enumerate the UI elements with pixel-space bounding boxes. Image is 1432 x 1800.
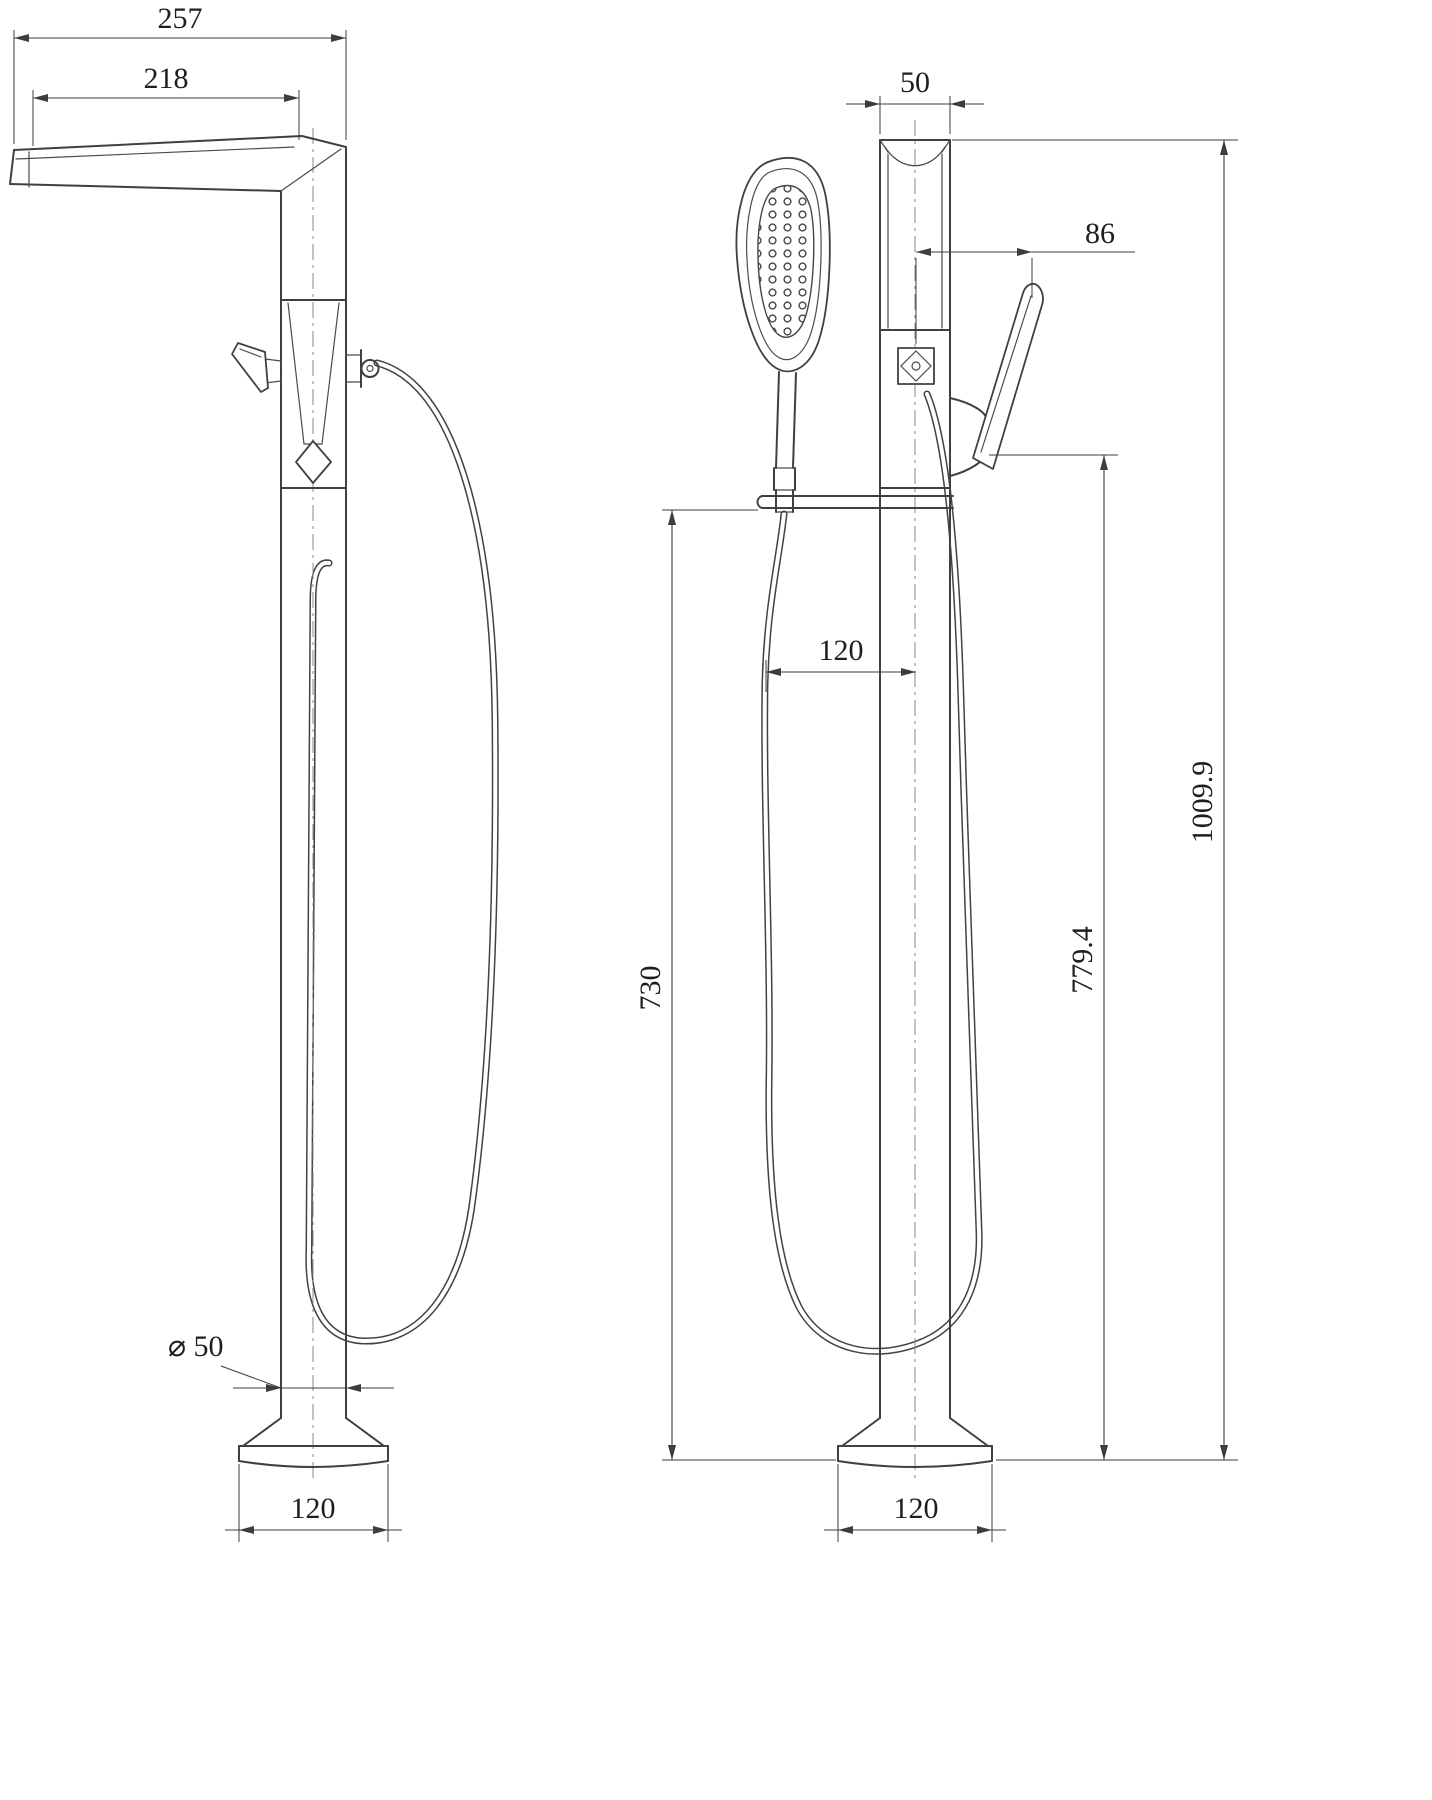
dim-hose-to-center: 120 <box>765 634 916 692</box>
dim-hose-to-center-label: 120 <box>819 634 864 667</box>
right-hose-outlet <box>897 347 935 385</box>
dim-handle-offset-label: 86 <box>1085 217 1115 250</box>
dim-spout-overall: 257 <box>13 2 347 144</box>
spray-face <box>757 184 815 338</box>
dim-handle-height: 779.4 <box>989 454 1238 1461</box>
dim-holder-bar-height-label: 730 <box>634 966 667 1011</box>
right-view: 50 86 120 730 779.4 <box>634 66 1238 1542</box>
dim-top-width: 50 <box>846 66 984 134</box>
dim-column-diameter-label: ⌀ 50 <box>168 1330 224 1363</box>
dim-holder-bar-height: 730 <box>634 509 836 1461</box>
right-faucet-body <box>879 139 951 1419</box>
left-hose-outlet <box>345 349 380 388</box>
dim-base-width-right-label: 120 <box>894 1492 939 1525</box>
dim-spout-reach-label: 218 <box>144 62 189 95</box>
right-base <box>837 1417 993 1468</box>
dim-spout-reach: 218 <box>32 62 300 146</box>
right-shower-hose <box>761 390 983 1355</box>
dim-column-diameter: ⌀ 50 <box>168 1330 394 1392</box>
left-view: 257 218 ⌀ 50 120 <box>9 2 499 1542</box>
right-handle-lever <box>949 282 1044 477</box>
left-faucet-body <box>9 135 347 1419</box>
dim-handle-height-label: 779.4 <box>1066 926 1099 994</box>
dim-base-width-left-label: 120 <box>291 1492 336 1525</box>
shower-holder-bar <box>756 495 954 509</box>
left-handle-lever <box>231 342 282 393</box>
left-shower-hose <box>305 359 499 1345</box>
dim-base-width-left: 120 <box>225 1464 402 1542</box>
dim-base-width-right: 120 <box>824 1464 1006 1542</box>
dim-overall-height: 1009.9 <box>952 139 1238 1460</box>
dim-spout-overall-label: 257 <box>158 2 203 35</box>
dim-top-width-label: 50 <box>900 66 930 99</box>
hand-shower <box>735 157 831 513</box>
dim-handle-offset: 86 <box>915 217 1135 344</box>
left-base <box>238 1417 389 1468</box>
dim-overall-height-label: 1009.9 <box>1186 761 1219 844</box>
